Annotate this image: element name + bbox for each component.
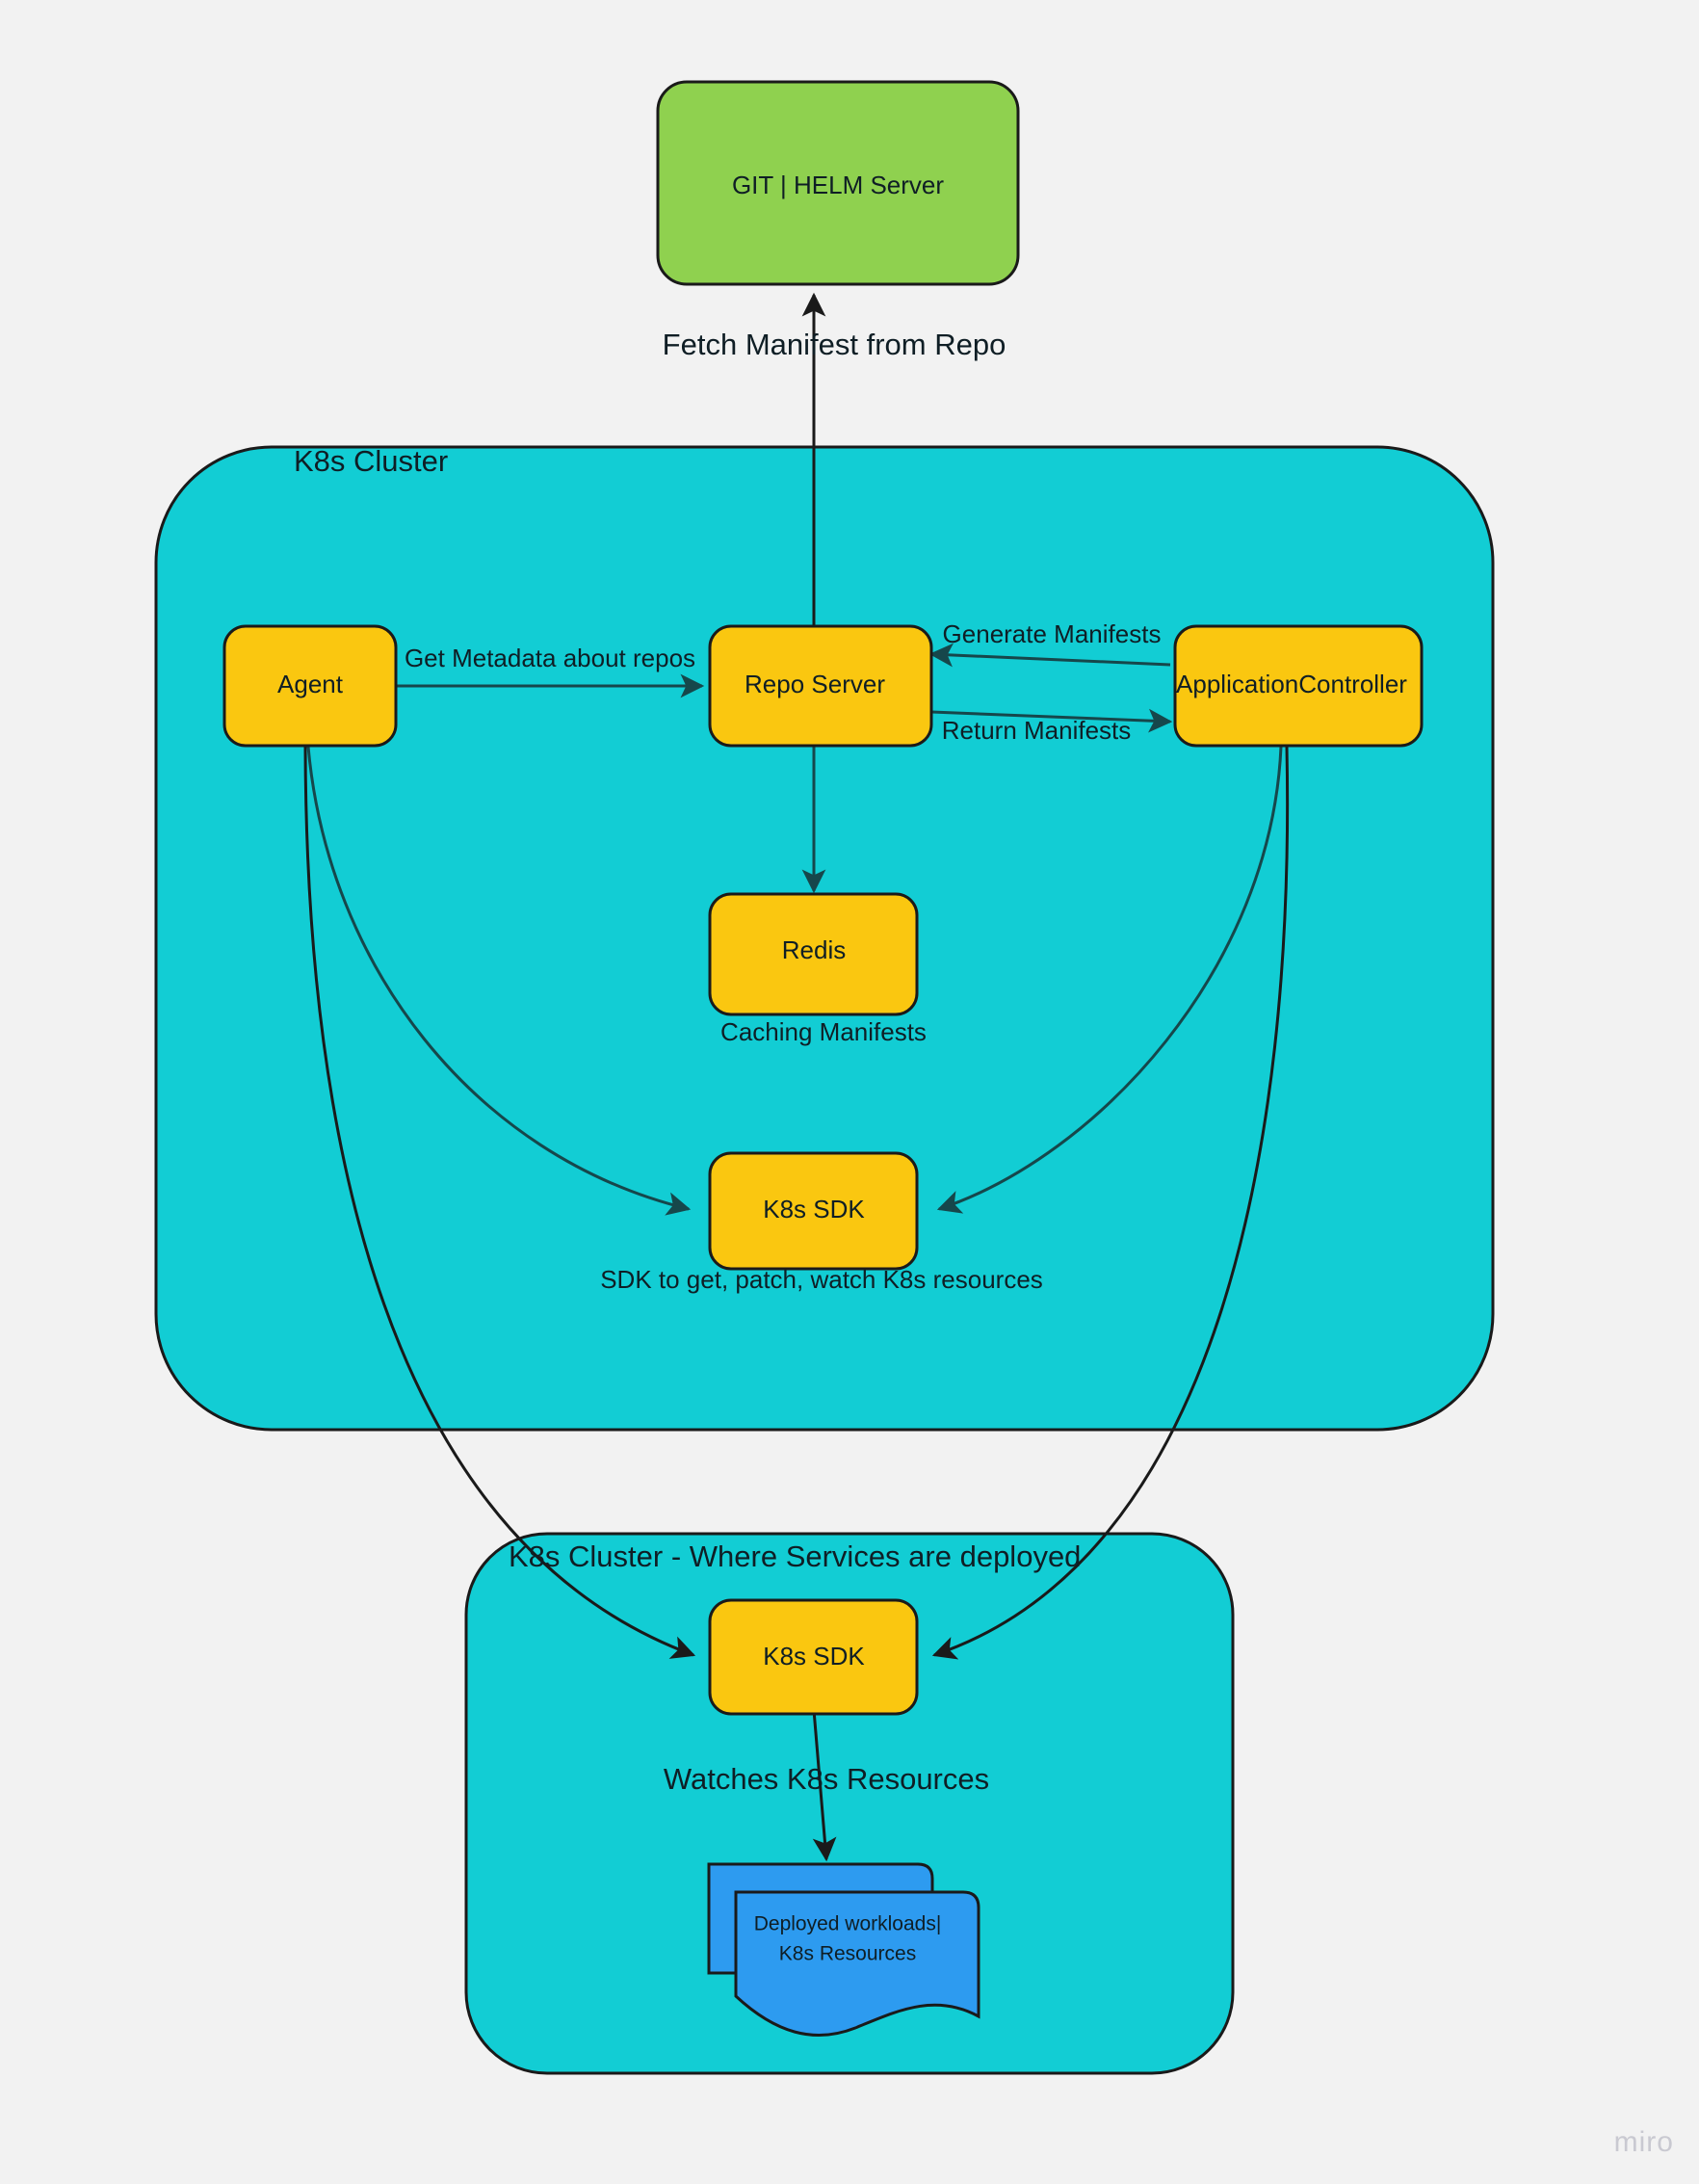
- node-deployed-workloads-line1: Deployed workloads|: [754, 1913, 942, 1935]
- node-application-controller[interactable]: ApplicationController: [1173, 624, 1424, 748]
- node-application-controller-label: ApplicationController: [1176, 670, 1407, 698]
- edge-label-fetch-manifest: Fetch Manifest from Repo: [663, 328, 1006, 361]
- node-k8s-sdk-upper[interactable]: K8s SDK: [708, 1151, 919, 1271]
- node-repo-server-label: Repo Server: [745, 670, 885, 698]
- node-git-helm-server[interactable]: GIT | HELM Server: [656, 80, 1020, 286]
- cluster-lower-title: K8s Cluster - Where Services are deploye…: [509, 1539, 1081, 1573]
- workload-front-sheet: [734, 1890, 980, 2037]
- caption-k8s-sdk: SDK to get, patch, watch K8s resources: [600, 1265, 1043, 1294]
- node-repo-server[interactable]: Repo Server: [708, 624, 933, 748]
- node-deployed-workloads-line2: K8s Resources: [779, 1943, 916, 1965]
- node-agent-label: Agent: [277, 670, 344, 698]
- edge-label-return-manifests: Return Manifests: [942, 716, 1132, 745]
- edge-label-generate-manifests: Generate Manifests: [943, 619, 1162, 648]
- node-redis[interactable]: Redis: [708, 892, 919, 1016]
- node-k8s-sdk-lower-label: K8s SDK: [763, 1642, 865, 1671]
- cluster-lower: [464, 1532, 1235, 2075]
- edge-agent-to-k8ssdk-upper: [306, 746, 692, 1216]
- miro-watermark: miro: [1613, 2126, 1674, 2158]
- node-git-helm-server-label: GIT | HELM Server: [732, 171, 944, 199]
- node-k8s-sdk-upper-label: K8s SDK: [763, 1195, 865, 1224]
- node-redis-label: Redis: [782, 935, 846, 964]
- edge-label-get-metadata: Get Metadata about repos: [405, 644, 695, 672]
- edge-label-watches-resources: Watches K8s Resources: [664, 1762, 989, 1796]
- cluster-upper-title: K8s Cluster: [294, 444, 448, 478]
- node-deployed-workloads[interactable]: Deployed workloads| K8s Resources: [707, 1862, 980, 2037]
- edge-k8ssdk-to-workloads: [812, 1709, 837, 1862]
- edge-appcontroller-to-k8ssdk-upper: [936, 746, 1283, 1214]
- edge-agent-to-k8ssdk-lower: [303, 746, 696, 1659]
- edge-appcontroller-to-repo: [928, 643, 1171, 668]
- node-agent[interactable]: Agent: [222, 624, 398, 748]
- edge-repo-to-appcontroller: [930, 708, 1173, 733]
- caption-redis: Caching Manifests: [720, 1017, 927, 1046]
- node-k8s-sdk-lower[interactable]: K8s SDK: [708, 1598, 919, 1716]
- edge-appcontroller-to-k8ssdk-lower: [931, 746, 1290, 1660]
